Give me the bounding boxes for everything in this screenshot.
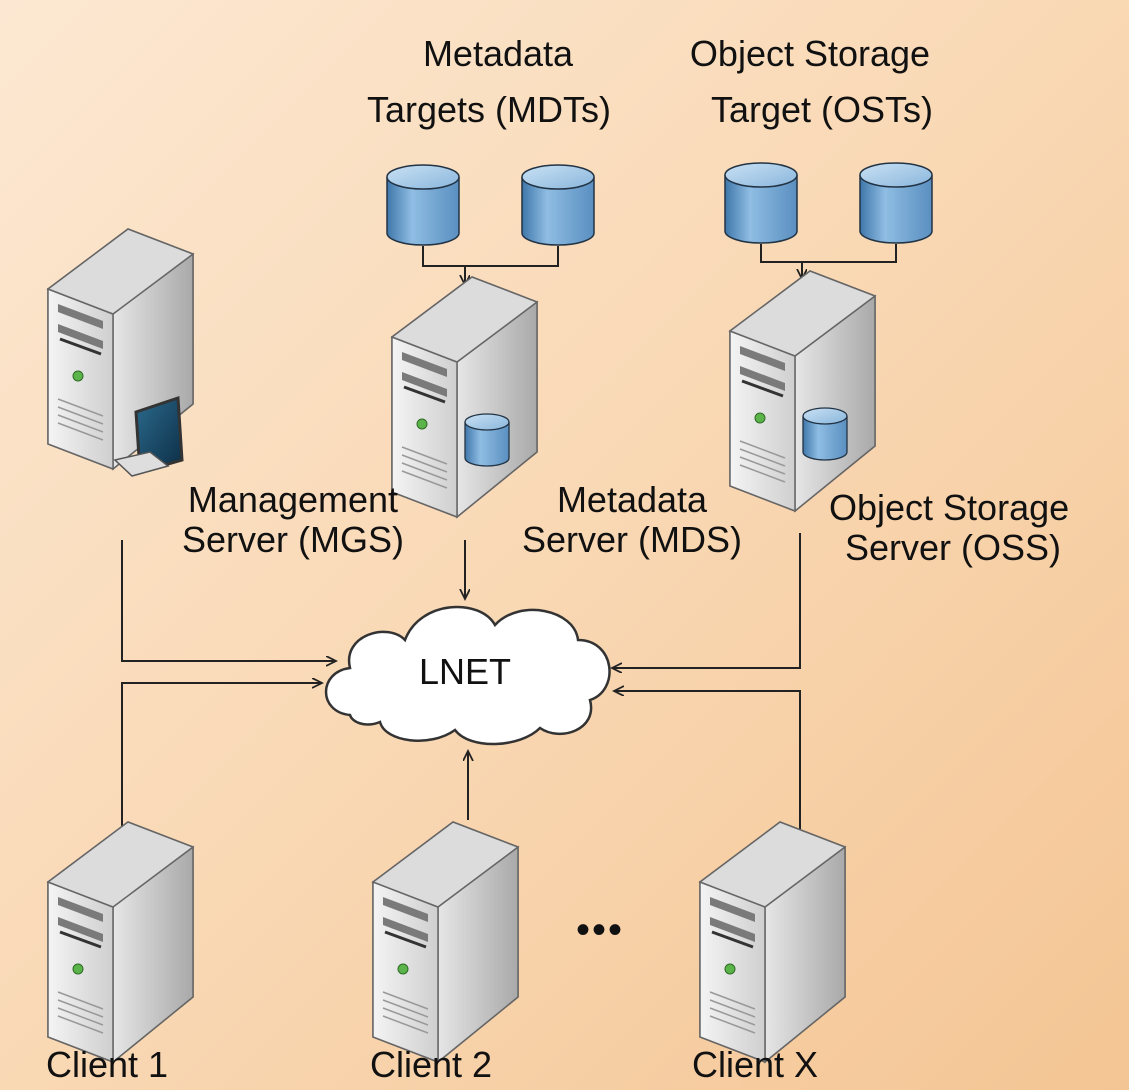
oss-to-lnet-arrow <box>612 533 801 668</box>
mgs-to-lnet-arrow <box>121 540 336 661</box>
mdt-connector <box>422 246 559 285</box>
oss-local-disk-icon <box>802 407 848 461</box>
ost-label: Object Storage <box>689 33 931 74</box>
monitor-icon <box>113 395 184 477</box>
mdt-disk-1-icon <box>386 164 460 246</box>
clientx-label: Client X <box>692 1044 819 1085</box>
client1-to-lnet-arrow <box>121 683 322 842</box>
clientx-server-icon <box>698 820 847 1064</box>
lnet-cloud-icon <box>324 605 611 746</box>
client1-label: Client 1 <box>46 1044 169 1085</box>
client2-server-icon <box>371 820 520 1064</box>
lnet-label: LNET <box>418 651 512 692</box>
mdt-label-line2: Targets (MDTs) <box>366 89 612 130</box>
mgs-server-icon <box>46 227 195 477</box>
oss-server-icon <box>728 269 877 513</box>
ost-label-line2: Target (OSTs) <box>710 89 934 130</box>
mds-local-disk-icon <box>464 413 510 467</box>
ost-connector <box>760 244 897 279</box>
mdt-label: Metadata <box>422 33 574 74</box>
ost-disk-2-icon <box>859 162 933 244</box>
clientx-to-lnet-arrow <box>614 691 801 838</box>
ellipsis-label: ••• <box>575 908 624 952</box>
mdt-disk-2-icon <box>521 164 595 246</box>
connection-lines <box>121 533 801 842</box>
mgs-label: Management Server (MGS) <box>181 479 404 560</box>
ost-disk-1-icon <box>724 162 798 244</box>
client1-server-icon <box>46 820 195 1064</box>
client2-label: Client 2 <box>370 1044 493 1085</box>
oss-label: Object Storage Server (OSS) <box>829 487 1070 568</box>
mds-label: Metadata Server (MDS) <box>521 479 742 560</box>
